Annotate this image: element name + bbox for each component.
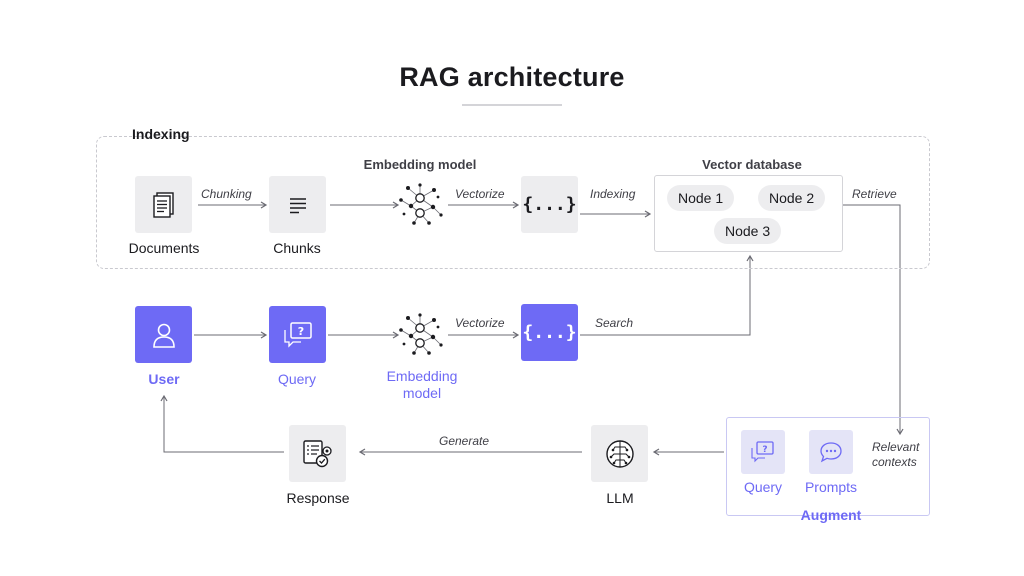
augment-query-tile: ?: [741, 430, 785, 474]
generate-edge-label: Generate: [439, 434, 490, 448]
response-label: Response: [286, 490, 350, 506]
vector-tile-indexing: {...}: [521, 176, 578, 233]
text-lines-icon: [289, 197, 306, 213]
query-tile: ?: [269, 306, 326, 363]
augment-query-label: Query: [743, 479, 783, 495]
vector-database-heading: Vector database: [702, 157, 802, 172]
chat-dots-icon: [820, 442, 842, 463]
user-icon: [152, 323, 175, 348]
node-pill-3: Node 3: [714, 218, 782, 244]
title-underline: [462, 104, 562, 106]
vectorize-edge-label-top: Vectorize: [455, 187, 505, 201]
vector-database-box: Node 1 Node 2 Node 3: [654, 175, 843, 252]
node-pill-1: Node 1: [667, 185, 735, 211]
documents-label: Documents: [128, 240, 200, 256]
documents-tile: [135, 176, 192, 233]
indexing-edge-label: Indexing: [590, 187, 636, 201]
indexing-label: Indexing: [132, 126, 190, 142]
relevant-contexts-line2: contexts: [872, 455, 917, 469]
vector-glyph: {...}: [522, 194, 577, 215]
neural-network-icon: [399, 183, 443, 225]
response-tile: [289, 425, 346, 482]
vector-tile-query: {...}: [521, 304, 578, 361]
embedding-model-heading: Embedding model: [363, 157, 477, 172]
question-chat-icon: ?: [751, 441, 774, 463]
search-edge-label: Search: [595, 316, 634, 330]
llm-label: LLM: [606, 490, 634, 506]
question-chat-icon: ?: [283, 321, 312, 348]
vector-glyph: {...}: [522, 322, 577, 343]
prompts-tile: [809, 430, 853, 474]
query-label: Query: [277, 371, 317, 387]
documents-icon: [152, 191, 174, 218]
svg-text:?: ?: [762, 445, 767, 455]
neural-network-icon: [399, 313, 443, 355]
retrieve-edge-label: Retrieve: [852, 187, 897, 201]
relevant-contexts-line1: Relevant: [872, 440, 920, 454]
chunks-tile: [269, 176, 326, 233]
embedding-model-label-line2: model: [402, 385, 442, 401]
chunking-edge-label: Chunking: [201, 187, 252, 201]
diagram-title: RAG architecture: [399, 62, 625, 92]
indexing-region: [96, 136, 930, 269]
embedding-model-label-line1: Embedding: [386, 368, 458, 384]
node-pill-2: Node 2: [758, 185, 826, 211]
augment-title: Augment: [800, 507, 862, 523]
response-document-icon: [302, 439, 332, 467]
brain-circuit-icon: [605, 439, 634, 468]
arrow-response-user: [160, 394, 284, 453]
vectorize-edge-label-mid: Vectorize: [455, 316, 505, 330]
svg-text:?: ?: [297, 325, 303, 338]
augment-box: [726, 417, 930, 516]
user-tile: [135, 306, 192, 363]
user-label: User: [148, 371, 180, 387]
llm-tile: [591, 425, 648, 482]
chunks-label: Chunks: [273, 240, 321, 256]
prompts-label: Prompts: [804, 479, 858, 495]
